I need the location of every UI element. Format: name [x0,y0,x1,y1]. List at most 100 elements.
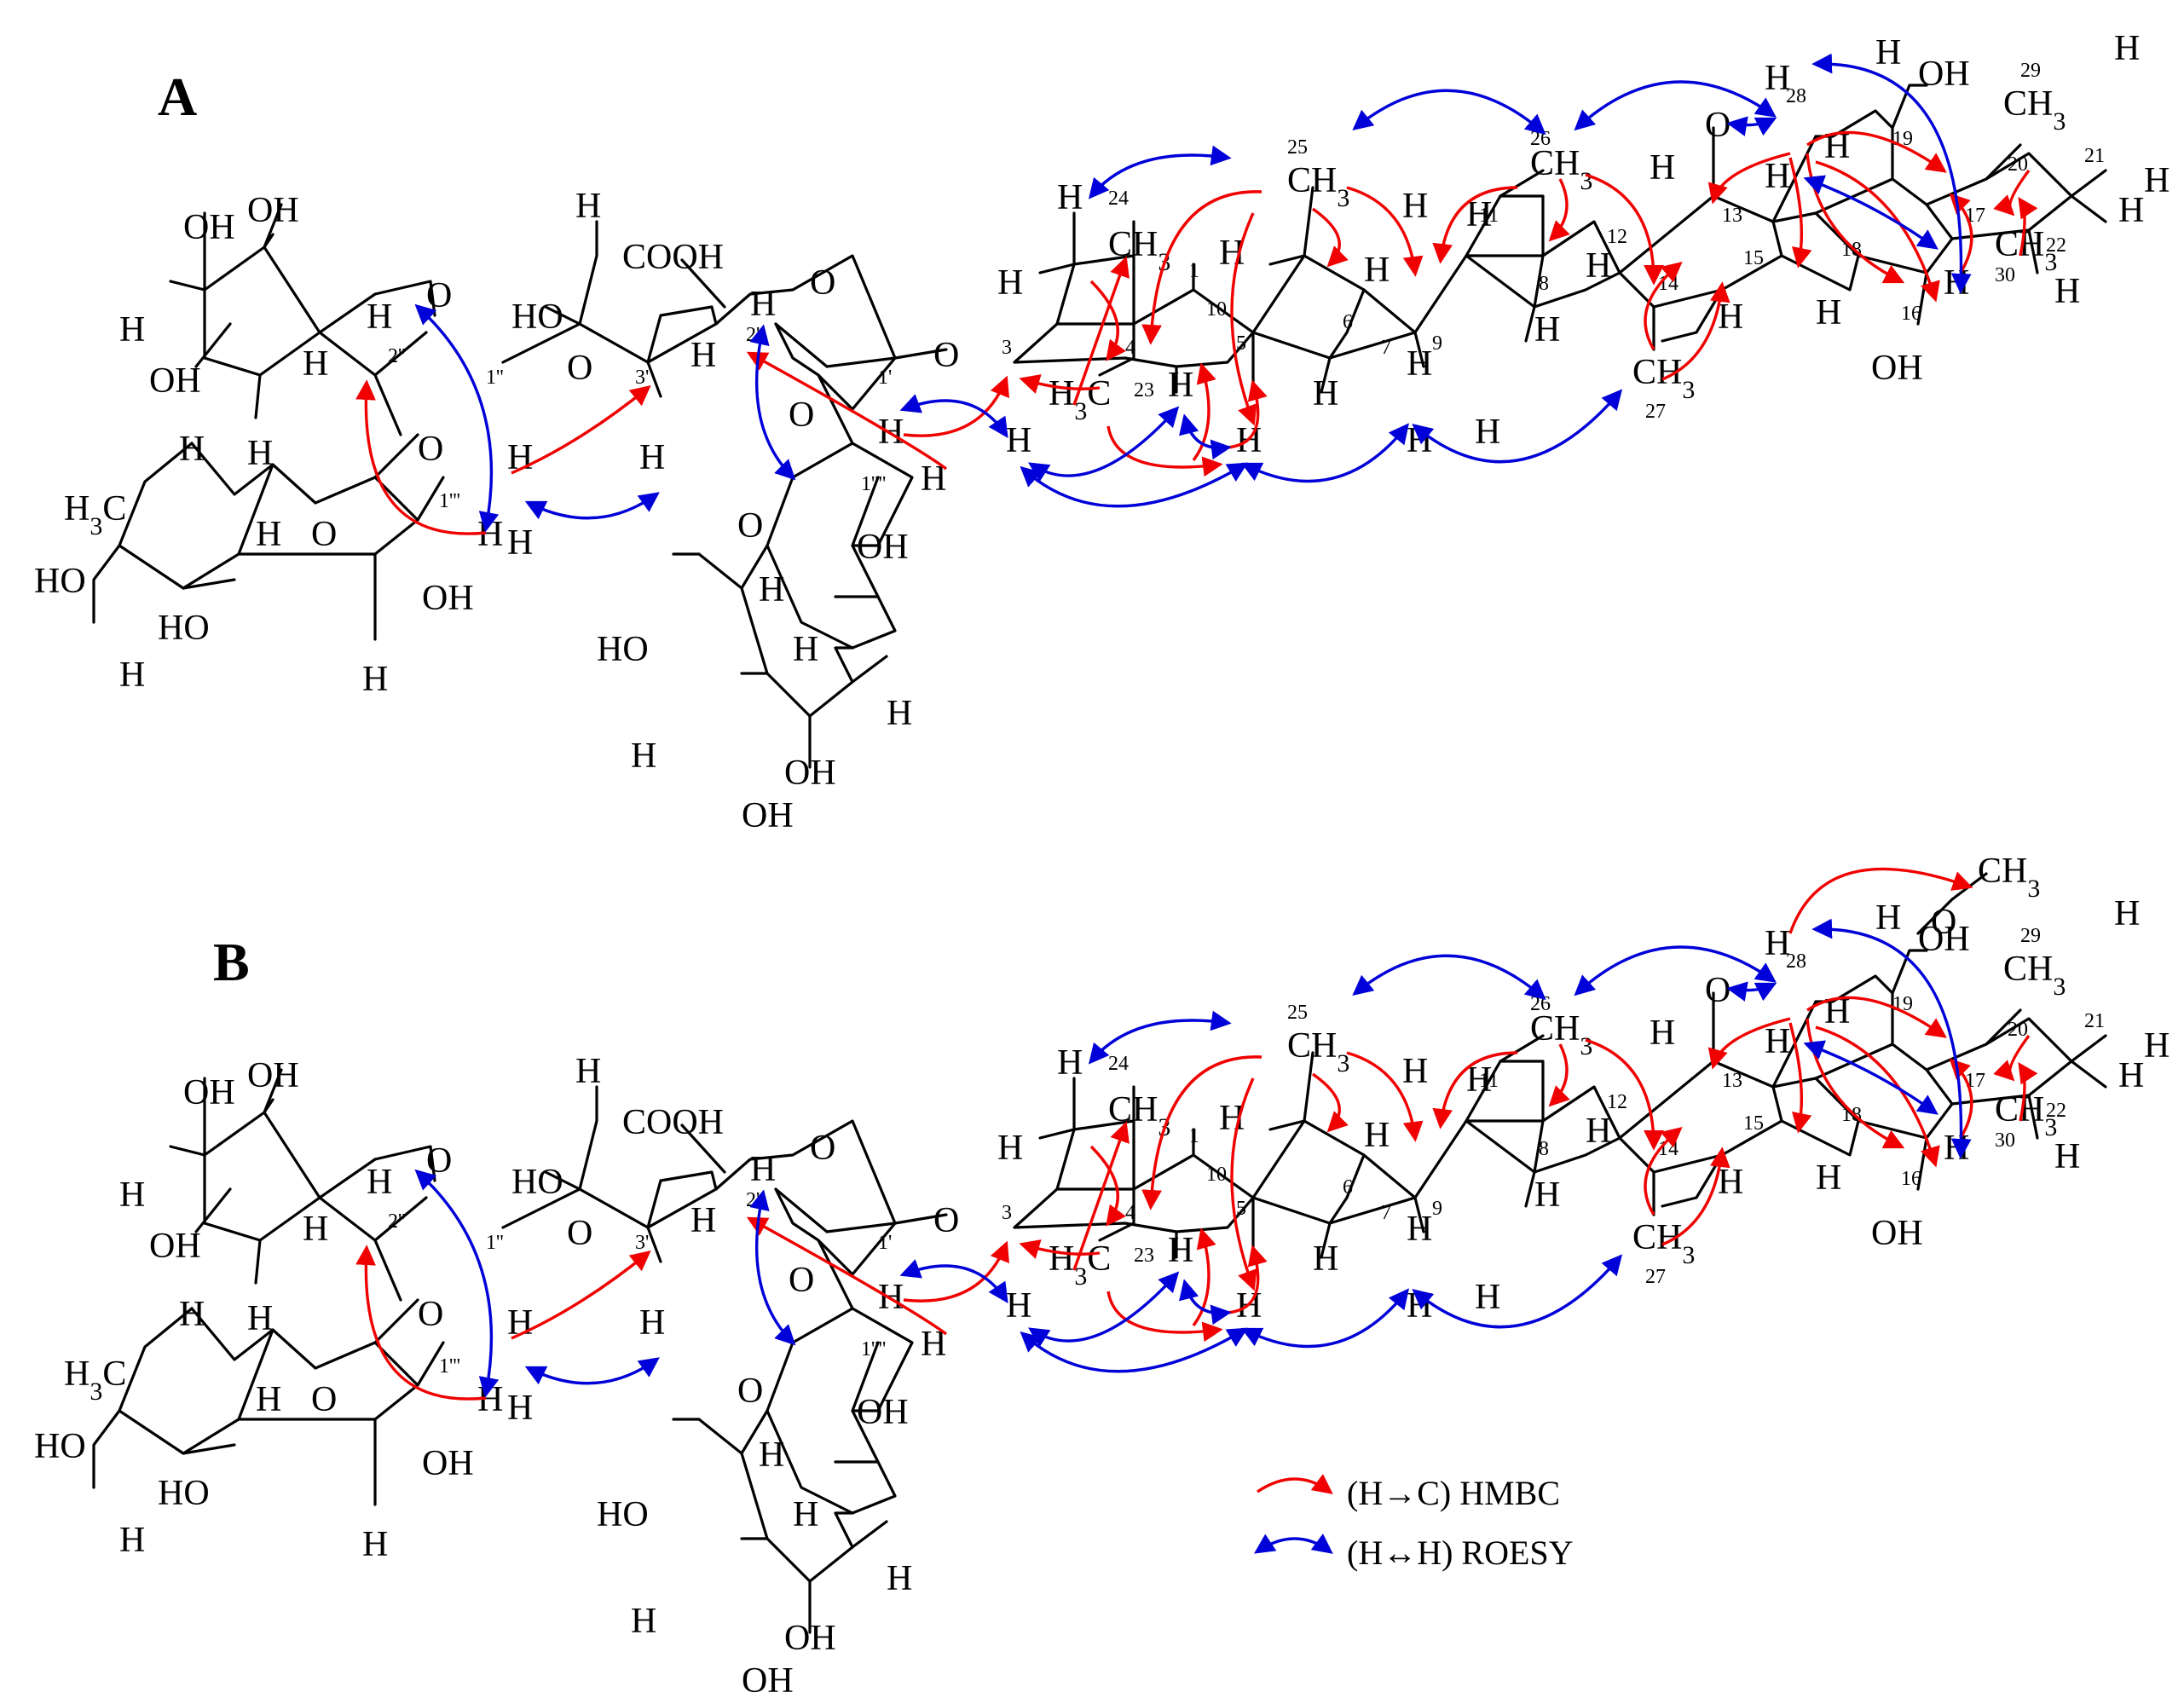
atom-h: H [119,1521,145,1560]
atom-number: 28 [1786,950,1806,973]
atom-oh: OH [247,191,299,230]
atom-h: H [1402,1052,1428,1091]
atom-number: 25 [1287,1002,1308,1024]
atom-h: H [1475,1278,1500,1317]
atom-number: 30 [1995,1129,2015,1152]
atom-h: H [690,1201,716,1240]
atom-h: H [1168,366,1193,405]
atom-h: H [2054,1137,2080,1176]
atom-h: H [119,310,145,349]
atom-o: O [810,1129,835,1168]
atom-h: H [1313,1239,1338,1279]
atom-number: 23 [1134,1245,1154,1267]
atom-oh: OH [422,579,474,618]
atom-number: 8 [1539,273,1549,295]
legend: (H→C) HMBC (H↔H) ROESY [1254,1474,1574,1572]
atom-o: O [311,1380,337,1419]
atom-number: 1 [1189,1125,1199,1147]
atom-h: H [367,297,392,337]
atom-o: O [426,1141,452,1181]
atom-o: O [737,1372,763,1411]
atom-h: H [1944,263,1969,303]
atom-ch3: CH3 [2003,950,2066,1001]
atom-h: H [2114,894,2140,933]
atom-h: H [1364,251,1390,290]
panel-a: A [92,66,2107,769]
atom-h: H [179,1295,205,1334]
atom-oh: OH [784,754,836,793]
atom-h: H [303,1210,328,1249]
atom-h: H [1219,234,1245,273]
atom-h: H [1313,374,1338,413]
atom-h: H [2144,161,2170,200]
atom-number: 15 [1743,1112,1764,1135]
atom-oh: OH [183,1073,235,1112]
atom-ho: HO [34,1427,86,1466]
hmbc-arrow-icon [1257,1474,1333,1494]
atom-ch3: CH3 [1530,1009,1592,1060]
legend-roesy-label: (H↔H) ROESY [1347,1534,1574,1572]
atom-h: H [1816,1158,1841,1198]
atom-number: 3 [1002,337,1012,359]
atom-oh: OH [857,528,909,567]
atom-o: O [933,1201,959,1240]
atom-h: H [507,1303,533,1343]
atom-ch3: CH3 [1530,144,1592,195]
atom-o: O [567,349,592,388]
atom-h: H [179,430,205,469]
atom-number: 12 [1607,226,1627,248]
atom-h: H [1407,1210,1432,1249]
atom-number: 24 [1108,188,1129,210]
atom-h: H [1475,413,1500,452]
atom-h: H [793,630,818,669]
atom-h: H [997,263,1023,303]
atom-number: 29 [2020,925,2041,947]
atom-oh: OH [742,796,794,835]
atom-number: 10 [1206,298,1227,321]
atom-h: H [2144,1026,2170,1066]
atom-oh: OH [149,1227,201,1266]
atom-o: O [418,1295,443,1334]
atom-h3c: H3C [64,489,126,540]
atom-h: H [1765,157,1790,196]
atom-h: H [759,1435,784,1475]
atom-oh: OH [784,1619,836,1658]
atom-cooh: COOH [622,238,724,277]
atom-number: 9 [1432,332,1442,355]
atom-h: H [256,515,281,554]
atom-number: 8 [1539,1138,1549,1160]
atom-number: 1'''' [861,473,886,495]
atom-number: 21 [2084,1010,2105,1032]
legend-hmbc-label: (H→C) HMBC [1347,1474,1560,1512]
atom-h: H [2114,29,2140,68]
panel-b: B [92,932,2107,1634]
atom-ch3: CH3 [1287,161,1349,212]
atom-oh: OH [422,1444,474,1483]
atom-number: 5 [1236,1198,1246,1220]
atom-h: H [1765,924,1790,963]
atom-h: H [507,438,533,477]
atom-number: 9 [1432,1198,1442,1220]
correlation-arrows-a [355,53,2038,535]
atom-number: 27 [1645,401,1666,423]
atom-number: 27 [1645,1266,1666,1288]
atom-number: 20 [2008,153,2028,176]
atom-h: H [1718,297,1743,337]
atom-number: 3 [1002,1202,1012,1224]
atom-h: H [1586,246,1611,286]
atom-o: O [567,1214,592,1253]
atom-oh: OH [149,361,201,401]
atom-h: H [1816,293,1841,332]
atom-number: 20 [2008,1019,2028,1041]
atom-number: 15 [1743,247,1764,269]
atom-number: 24 [1108,1053,1129,1075]
atom-o: O [311,515,337,554]
atom-h: H [256,1380,281,1419]
atom-cooh: COOH [622,1103,724,1142]
atom-h: H [362,660,388,699]
atom-number: 23 [1134,379,1154,401]
atom-h: H [639,438,665,477]
atom-number: 3' [635,1232,649,1254]
atom-number: 22 [2046,1100,2066,1122]
atom-o: O [737,506,763,546]
